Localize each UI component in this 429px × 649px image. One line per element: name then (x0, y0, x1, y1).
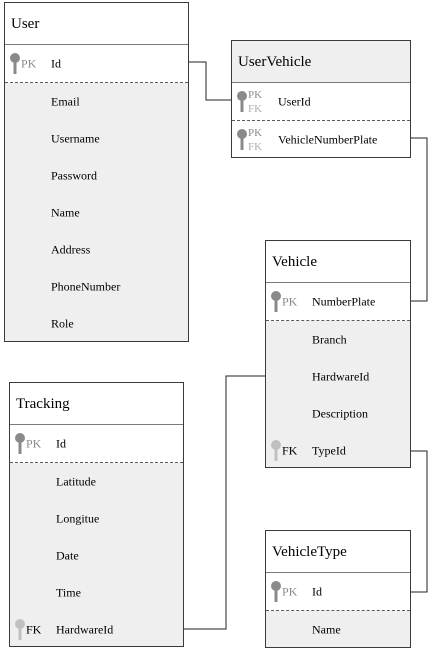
field-name: Role (51, 316, 74, 330)
field-name: Address (51, 242, 91, 256)
key-icon (237, 128, 247, 150)
field-row-pk[interactable]: PK Id (5, 45, 188, 82)
entity-tracking[interactable]: Tracking PK Id Latitude Longitue Date Ti… (9, 382, 184, 647)
field-name: Username (51, 131, 100, 145)
field-name: Branch (312, 332, 347, 346)
field-row[interactable]: Date (10, 537, 183, 574)
connector-vehicle-vehicletype (410, 450, 428, 593)
connector-tracking-vehicle (183, 375, 266, 630)
field-row[interactable]: Username (5, 120, 188, 157)
pk-section: PK Id (5, 45, 188, 83)
key-icon (15, 432, 25, 454)
pk-label: PK (282, 294, 298, 308)
fields-section: Branch HardwareId Description FK TypeId (266, 321, 410, 469)
field-row[interactable]: Latitude (10, 463, 183, 500)
connector-user-uservehicle (188, 61, 232, 101)
field-name: Date (56, 548, 79, 562)
pk-label: PK (26, 436, 42, 450)
key-icon (237, 90, 247, 112)
field-row-pk[interactable]: PK NumberPlate (266, 283, 410, 320)
field-row[interactable]: Longitue (10, 500, 183, 537)
key-icon (271, 580, 281, 602)
fk-label: FK (26, 622, 42, 636)
field-name: Name (312, 622, 341, 636)
fields-section: Email Username Password Name Address Pho… (5, 83, 188, 342)
field-name: Password (51, 168, 98, 182)
field-row-fk[interactable]: FK HardwareId (10, 611, 183, 648)
entity-title: User (5, 3, 188, 45)
field-name: UserId (278, 94, 311, 108)
field-row[interactable]: Name (5, 194, 188, 231)
field-name: TypeId (312, 443, 346, 457)
entity-vehicletype[interactable]: VehicleType PK Id Name (265, 530, 411, 648)
field-name: Id (312, 584, 322, 598)
field-row[interactable]: PhoneNumber (5, 268, 188, 305)
pk-label: PK (21, 56, 37, 70)
pk-label: PK (282, 584, 298, 598)
field-row-pk[interactable]: PK Id (10, 425, 183, 462)
field-name: Id (51, 56, 61, 70)
fields-section: Name (266, 611, 410, 648)
field-row[interactable]: Description (266, 395, 410, 432)
entity-user[interactable]: User PK Id Email Username Password Name … (4, 2, 189, 342)
key-icon (10, 52, 20, 74)
field-row[interactable]: Address (5, 231, 188, 268)
field-row[interactable]: Time (10, 574, 183, 611)
field-name: Description (312, 406, 368, 420)
field-name: Name (51, 205, 80, 219)
key-icon (271, 290, 281, 312)
field-row[interactable]: Branch (266, 321, 410, 358)
field-name: Latitude (56, 474, 96, 488)
entity-title: UserVehicle (232, 41, 410, 83)
entity-title: Vehicle (266, 241, 410, 283)
fk-label: FK (248, 102, 263, 115)
field-name: HardwareId (56, 622, 114, 636)
field-row[interactable]: HardwareId (266, 358, 410, 395)
key-icon (271, 439, 281, 461)
entity-vehicle[interactable]: Vehicle PK NumberPlate Branch HardwareId… (265, 240, 411, 468)
field-name: NumberPlate (312, 294, 376, 308)
field-name: PhoneNumber (51, 279, 121, 293)
field-name: Longitue (56, 511, 100, 525)
fk-label: FK (282, 443, 298, 457)
field-name: Id (56, 436, 66, 450)
field-row-pk[interactable]: PK Id (266, 573, 410, 610)
key-icon (15, 618, 25, 640)
pk-section: PK Id (10, 425, 183, 463)
field-row[interactable]: Email (5, 83, 188, 120)
pk-label: PK (248, 126, 263, 139)
field-row[interactable]: Name (266, 611, 410, 648)
entity-title: Tracking (10, 383, 183, 425)
pk-label: PK (248, 88, 263, 101)
field-row[interactable]: Role (5, 305, 188, 342)
pk-section: PK Id (266, 573, 410, 611)
field-name: Email (51, 94, 80, 108)
entity-title: VehicleType (266, 531, 410, 573)
fields-section: Latitude Longitue Date Time FK HardwareI… (10, 463, 183, 648)
pk-section: PK NumberPlate (266, 283, 410, 321)
fk-label: FK (248, 140, 263, 153)
field-row-fk[interactable]: FK TypeId (266, 432, 410, 469)
field-name: VehicleNumberPlate (278, 132, 378, 146)
field-name: Time (56, 585, 81, 599)
field-name: HardwareId (312, 369, 370, 383)
field-row[interactable]: Password (5, 157, 188, 194)
connector-uservehicle-vehicle (410, 137, 428, 302)
